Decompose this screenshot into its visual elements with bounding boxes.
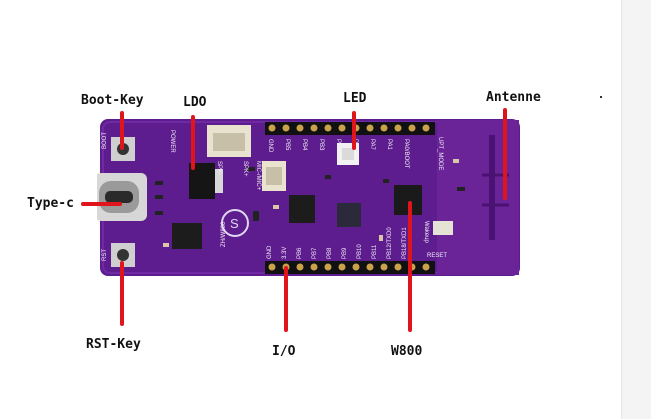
svg-text:S: S: [230, 216, 239, 231]
label-io: I/O: [272, 344, 296, 359]
silk-upt-mode: UPT_MODE: [437, 137, 443, 170]
antenna-trace: [489, 135, 495, 240]
silk-power: POWER: [169, 130, 175, 153]
silk-wakeup: Wakeup: [423, 221, 429, 243]
logo-mark: [221, 209, 249, 237]
top-header: [265, 122, 435, 135]
bottom-pin-label-4: PB8: [327, 247, 333, 259]
bottom-pin-label-0: GND: [267, 245, 273, 259]
silk-spk-plus: SPK+: [242, 161, 248, 177]
speaker-connector: [207, 125, 251, 157]
bottom-header: [265, 261, 435, 274]
top-pin-label-8: PA0/BOOT: [403, 139, 409, 169]
silk-ic-text: ZH/W800: [221, 221, 227, 247]
top-pin-label-7: PA1: [386, 139, 392, 151]
top-pin-label-0: GND: [267, 139, 273, 153]
crystal: [433, 221, 453, 235]
codec-chip: [172, 223, 202, 249]
bottom-pin-label-3: PB7: [312, 247, 318, 259]
label-boot-key: Boot-Key: [81, 93, 144, 108]
bottom-pin-label-2: PB6: [297, 247, 303, 259]
stray-dot: [600, 96, 602, 98]
top-pin-label-1: PB5: [284, 139, 290, 151]
amp-chip: [289, 195, 315, 223]
mic-connector: [262, 161, 286, 191]
top-pin-label-4: PB2: [335, 139, 341, 151]
top-pin-label-2: PB4: [301, 139, 307, 151]
top-pin-label-3: PB3: [318, 139, 324, 151]
silk-rst: RST: [102, 249, 108, 261]
silk-boot: BOOT: [102, 132, 108, 149]
label-w800: W800: [391, 344, 423, 359]
silk-mic: MIC-/MIC+: [255, 161, 261, 191]
scrollbar-strip: [621, 0, 651, 419]
bottom-pin-label-8: PB12/TXD0: [387, 227, 393, 259]
label-ldo: LDO: [183, 95, 207, 110]
silk-reset: RESET: [427, 253, 447, 259]
w800-board: S BOOT POWER RST SPK- SPK+ MIC-/MIC+ UPT…: [97, 119, 520, 276]
silk-spk-minus: SPK-: [216, 161, 222, 175]
bottom-pin-label-9: PB18/TXD1: [402, 227, 408, 259]
label-type-c: Type-c: [27, 196, 74, 211]
bottom-pin-label-5: PB9: [342, 247, 348, 259]
label-led: LED: [343, 91, 367, 106]
bottom-pin-label-7: PB11: [372, 244, 378, 259]
label-antenne: Antenne: [486, 90, 541, 105]
top-pin-label-6: PA7: [369, 139, 375, 151]
bottom-pin-label-1: 3.3V: [282, 247, 288, 259]
small-chip: [337, 203, 361, 227]
label-rst-key: RST-Key: [86, 337, 141, 352]
bottom-pin-label-6: PB10: [357, 244, 363, 259]
